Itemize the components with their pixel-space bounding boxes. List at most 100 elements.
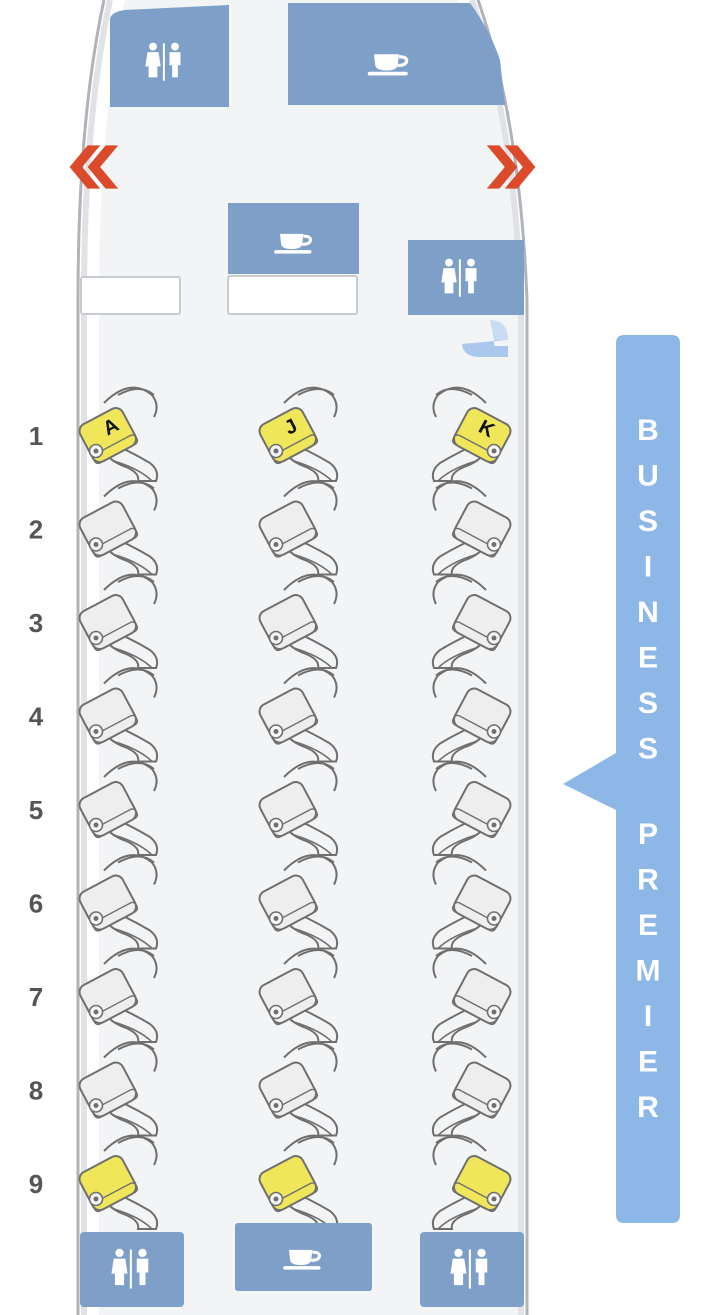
seat-center-row-7[interactable] bbox=[257, 947, 339, 1043]
seat-control-dot bbox=[93, 542, 99, 547]
closet-left bbox=[80, 276, 181, 315]
seat-shell bbox=[283, 1041, 339, 1137]
seat-right-row-2[interactable] bbox=[431, 480, 513, 576]
seat-cushion-edge bbox=[92, 995, 139, 1026]
seat-control-dot bbox=[93, 822, 99, 828]
row-number: 9 bbox=[29, 1169, 43, 1199]
seat-right-row-1[interactable] bbox=[431, 386, 513, 482]
row-number: 6 bbox=[29, 889, 43, 919]
fuselage-left-edge bbox=[76, 0, 106, 1315]
bassinet-icon bbox=[462, 320, 508, 357]
seat-control-dot bbox=[273, 448, 279, 454]
seat-back bbox=[113, 553, 153, 576]
seat-shell bbox=[103, 667, 159, 763]
seat-control-dot bbox=[273, 822, 279, 828]
seat-back bbox=[113, 927, 153, 950]
seat-shell bbox=[283, 947, 339, 1043]
seat-control-dot bbox=[491, 448, 497, 454]
seat-control-dot bbox=[93, 1009, 99, 1015]
lavatory-top-left[interactable] bbox=[110, 5, 229, 107]
seat-back bbox=[113, 740, 153, 763]
seat-control-dot bbox=[491, 542, 497, 547]
seat-right-row-3[interactable] bbox=[431, 573, 513, 669]
row-number: 2 bbox=[29, 515, 43, 545]
seat-left-row-7[interactable] bbox=[77, 947, 159, 1043]
seat-cushion-edge bbox=[92, 621, 139, 652]
seat-left-row-9[interactable] bbox=[77, 1134, 159, 1230]
seat-back bbox=[293, 834, 333, 856]
seat-center-row-8[interactable] bbox=[257, 1041, 339, 1137]
seat-back bbox=[437, 834, 477, 856]
seat-left-row-1[interactable] bbox=[77, 386, 159, 482]
seat-control-dot bbox=[93, 916, 99, 921]
lavatory-middle-right[interactable] bbox=[408, 240, 524, 315]
lavatory-icon bbox=[450, 1248, 488, 1289]
seat-control-dot bbox=[93, 729, 99, 734]
lavatory-bottom-left[interactable] bbox=[80, 1232, 184, 1307]
seat-cushion-edge bbox=[272, 808, 319, 839]
seat-back bbox=[293, 1021, 333, 1043]
seat-back bbox=[437, 1114, 477, 1137]
seat-center-row-3[interactable] bbox=[257, 573, 339, 669]
seat-control-dot bbox=[93, 448, 99, 454]
lavatory-bottom-right[interactable] bbox=[420, 1232, 524, 1307]
cabin-name-letter: E bbox=[638, 909, 658, 942]
seat-shell bbox=[431, 573, 487, 669]
seat-left-row-2[interactable] bbox=[77, 480, 159, 576]
seat-control-dot bbox=[273, 542, 279, 547]
cabin-name-letter: M bbox=[636, 955, 661, 988]
seat-center-row-9[interactable] bbox=[257, 1134, 339, 1230]
seat-right-row-9[interactable] bbox=[431, 1134, 513, 1230]
seat-cushion-edge bbox=[451, 621, 498, 652]
row-number: 4 bbox=[29, 702, 44, 732]
seat-control-dot bbox=[273, 1196, 279, 1202]
seat-shell bbox=[431, 1041, 487, 1137]
seat-control-dot bbox=[491, 916, 497, 921]
seat-cushion-edge bbox=[92, 714, 139, 745]
seat-center-row-6[interactable] bbox=[257, 854, 339, 950]
seat-center-row-1[interactable] bbox=[257, 386, 339, 482]
row-number: 7 bbox=[29, 982, 43, 1012]
cabin-name-letter: S bbox=[638, 505, 658, 538]
seat-control-dot bbox=[273, 1103, 279, 1108]
seat-left-row-3[interactable] bbox=[77, 573, 159, 669]
seat-cushion-edge bbox=[272, 1182, 319, 1213]
seat-back bbox=[293, 740, 333, 763]
cabin-banner-shape bbox=[563, 335, 680, 1223]
cabin-name-letter: S bbox=[638, 733, 658, 766]
seat-shell bbox=[283, 386, 339, 482]
seat-left-row-5[interactable] bbox=[77, 760, 159, 856]
seat-back bbox=[113, 647, 153, 669]
seat-left-row-6[interactable] bbox=[77, 854, 159, 950]
cabin-name-letter: P bbox=[638, 818, 658, 851]
seat-right-row-6[interactable] bbox=[431, 854, 513, 950]
seat-back bbox=[293, 927, 333, 950]
seat-cushion-edge bbox=[272, 901, 319, 932]
seat-right-row-4[interactable] bbox=[431, 667, 513, 763]
seat-cushion-edge bbox=[92, 1182, 139, 1213]
seat-shell bbox=[431, 854, 487, 950]
galley-bottom-center[interactable] bbox=[235, 1223, 372, 1291]
seat-shell bbox=[283, 573, 339, 669]
seat-center-row-2[interactable] bbox=[257, 480, 339, 576]
cabin-name-letter: R bbox=[637, 1091, 659, 1124]
seat-center-row-4[interactable] bbox=[257, 667, 339, 763]
galley-middle-center[interactable] bbox=[228, 203, 359, 274]
seat-cushion-edge bbox=[92, 808, 139, 839]
galley-top-right[interactable] bbox=[288, 3, 505, 105]
seat-control-dot bbox=[491, 635, 497, 641]
seat-left-row-8[interactable] bbox=[77, 1041, 159, 1137]
seat-right-row-8[interactable] bbox=[431, 1041, 513, 1137]
closet-middle-center bbox=[227, 275, 358, 315]
seat-back bbox=[437, 647, 477, 669]
seat-cushion-edge bbox=[92, 434, 139, 465]
seat-left-row-4[interactable] bbox=[77, 667, 159, 763]
seat-center-row-5[interactable] bbox=[257, 760, 339, 856]
seat-right-row-7[interactable] bbox=[431, 947, 513, 1043]
seat-control-dot bbox=[273, 916, 279, 921]
seat-cushion-edge bbox=[272, 714, 319, 745]
seat-right-row-5[interactable] bbox=[431, 760, 513, 856]
